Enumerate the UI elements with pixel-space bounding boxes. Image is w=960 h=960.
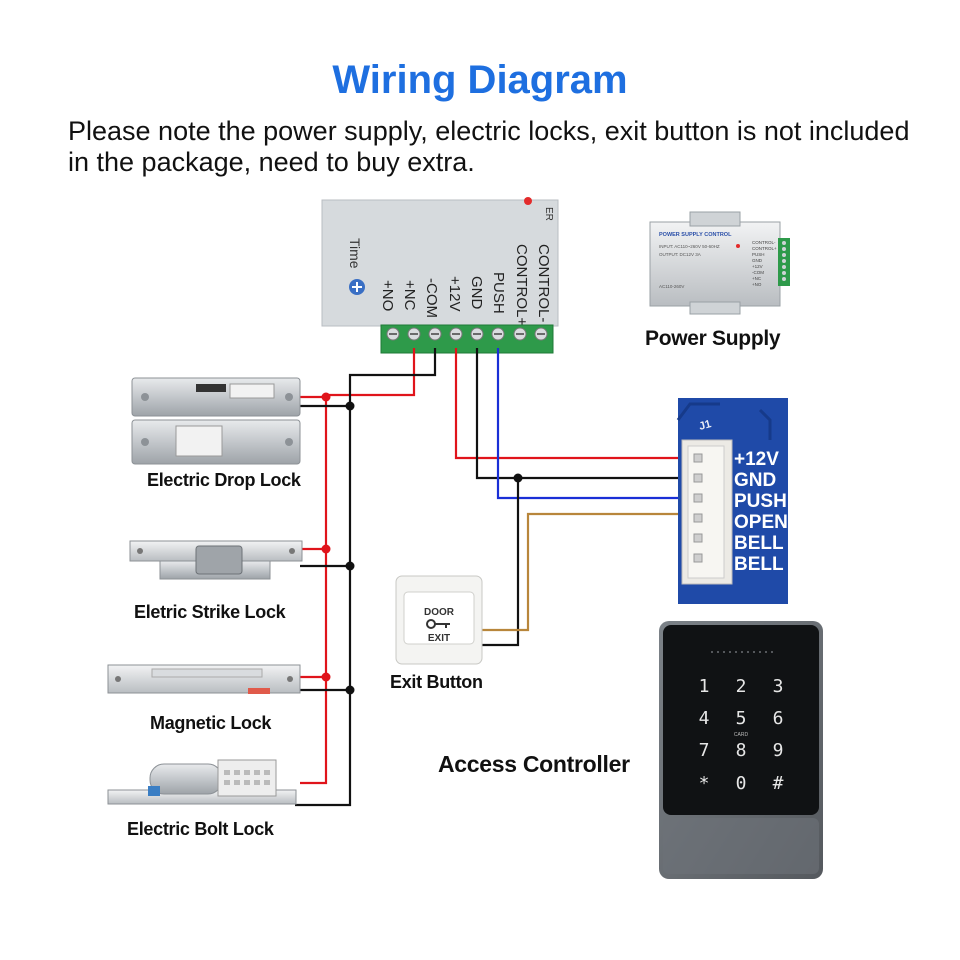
ps-spec-output: OUTPUT: DC12V 3A	[659, 252, 701, 257]
ps-terminal-label: -COM	[752, 270, 764, 275]
keypad-key: 4	[699, 708, 710, 729]
lock-label-bolt: Electric Bolt Lock	[127, 819, 274, 839]
ps-terminal-label: GND	[752, 258, 763, 263]
exit-button-label: Exit Button	[390, 672, 483, 692]
ps-terminal-label: +NC	[752, 276, 762, 281]
lock-label-magnetic: Magnetic Lock	[150, 713, 272, 733]
keypad: 1 2 3 4 5 6 7 8 9 * 0 #	[699, 676, 784, 794]
svg-text:AC110-260V: AC110-260V	[659, 284, 684, 289]
keypad-key: 0	[736, 773, 747, 794]
exit-button-bottom-text: EXIT	[428, 633, 450, 644]
terminal-label-nc: +NC	[401, 280, 418, 311]
wires	[295, 348, 700, 807]
terminal-label-gnd: GND	[468, 276, 485, 310]
pin-label-open: OPEN	[734, 512, 788, 533]
access-controller-label: Access Controller	[438, 751, 630, 777]
keypad-key: #	[773, 773, 784, 794]
keypad-key: 9	[773, 740, 784, 761]
access-controller-image: 1 2 3 4 5 6 7 8 9 * 0 # CARD	[659, 621, 823, 879]
wire-black-exit	[480, 478, 520, 647]
ps-terminal-label: CONTROL+	[752, 246, 777, 251]
ps-terminal-label: +NO	[752, 282, 762, 287]
ps-terminal-label: +12V	[752, 264, 763, 269]
wire-black-gnd	[475, 348, 700, 480]
pin-label-12v: +12V	[734, 449, 779, 470]
power-led	[524, 197, 532, 205]
package-note: Please note the power supply, electric l…	[68, 116, 910, 177]
wire-blue-push	[496, 348, 700, 500]
keypad-key: 6	[773, 708, 784, 729]
key-icon	[426, 619, 450, 629]
electric-bolt-lock-image	[107, 759, 297, 805]
ps-terminal-label: PUSH	[752, 252, 765, 257]
lock-label-strike: Eletric Strike Lock	[134, 602, 286, 622]
ps-header: POWER SUPPLY CONTROL	[659, 232, 732, 238]
keypad-key: 1	[699, 676, 710, 697]
terminal-label-control-minus: CONTROL-	[535, 244, 552, 322]
svg-text:J1: J1	[698, 418, 713, 433]
power-box: ER Time +NO +NC -COM +12V GND PUSH CONTR…	[321, 197, 559, 354]
wire-brown-open	[480, 512, 700, 632]
power-supply-photo: POWER SUPPLY CONTROL INPUT: AC110~260V 5…	[649, 211, 790, 315]
pin-label-gnd: GND	[734, 470, 776, 491]
keypad-key: 7	[699, 740, 710, 761]
ps-spec-input: INPUT: AC110~260V 50-60HZ	[659, 244, 720, 249]
terminal-label-no: +NO	[379, 280, 396, 311]
exit-button-image: DOOR EXIT	[395, 575, 483, 665]
exit-button-top-text: DOOR	[424, 607, 455, 618]
electric-drop-lock-image	[131, 377, 301, 465]
terminal-label-12v: +12V	[446, 276, 463, 311]
pin-label-push: PUSH	[734, 491, 787, 512]
keypad-key: 3	[773, 676, 784, 697]
keypad-key: 5	[736, 708, 747, 729]
page-title: Wiring Diagram	[332, 58, 628, 102]
terminal-label-com: -COM	[423, 278, 440, 318]
controller-pcb: J1 +12V GND PUSH OPEN BELL BELL	[676, 398, 788, 604]
pin-label-bell-2: BELL	[734, 554, 784, 575]
card-text: CARD	[734, 732, 749, 738]
keypad-key: 8	[736, 740, 747, 761]
wire-red-12v	[454, 348, 700, 460]
keypad-key: 2	[736, 676, 747, 697]
pcb-pin-labels: +12V GND PUSH OPEN BELL BELL	[734, 449, 788, 575]
pin-label-bell-1: BELL	[734, 533, 784, 554]
svg-text:ER: ER	[543, 207, 554, 221]
wire-junctions	[321, 392, 523, 695]
ps-terminal-label: CONTROL-	[752, 240, 776, 245]
terminal-label-control-plus: CONTROL+	[513, 244, 530, 326]
electric-strike-lock-image	[129, 540, 303, 580]
wire-black-lock	[295, 348, 437, 807]
keypad-key: *	[699, 773, 710, 794]
power-box-terminal-labels: +NO +NC -COM +12V GND PUSH CONTROL+ CONT…	[379, 244, 552, 326]
terminal-label-push: PUSH	[490, 272, 507, 314]
magnetic-lock-image	[107, 664, 301, 694]
power-supply-label: Power Supply	[645, 327, 781, 350]
time-label: Time	[347, 238, 363, 269]
lock-label-drop: Electric Drop Lock	[147, 470, 301, 490]
